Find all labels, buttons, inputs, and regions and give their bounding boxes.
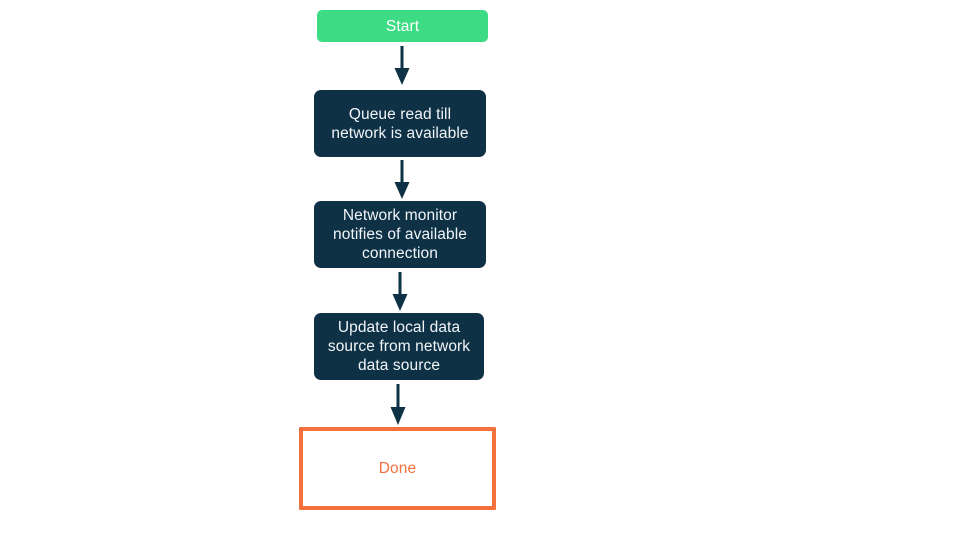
flow-node-done[interactable]: Done [299, 427, 496, 510]
down-arrow-icon-edge-4 [390, 384, 406, 425]
flow-node-update-local[interactable]: Update local data source from network da… [314, 313, 484, 380]
flow-node-done-label: Done [378, 460, 417, 477]
down-arrow-icon-edge-2 [394, 160, 410, 199]
flow-node-network-monitor[interactable]: Network monitor notifies of available co… [314, 201, 486, 268]
flow-node-update-local-label: Update local data source from network da… [327, 319, 471, 374]
down-arrow-icon-edge-3 [392, 272, 408, 311]
flow-node-start[interactable]: Start [317, 10, 488, 42]
flow-node-network-monitor-label: Network monitor notifies of available co… [333, 207, 467, 262]
flow-node-queue-read-label: Queue read till network is available [331, 105, 469, 142]
down-arrow-icon-edge-1 [394, 46, 410, 85]
flow-node-queue-read[interactable]: Queue read till network is available [314, 90, 486, 157]
flow-node-start-label: Start [385, 17, 420, 35]
